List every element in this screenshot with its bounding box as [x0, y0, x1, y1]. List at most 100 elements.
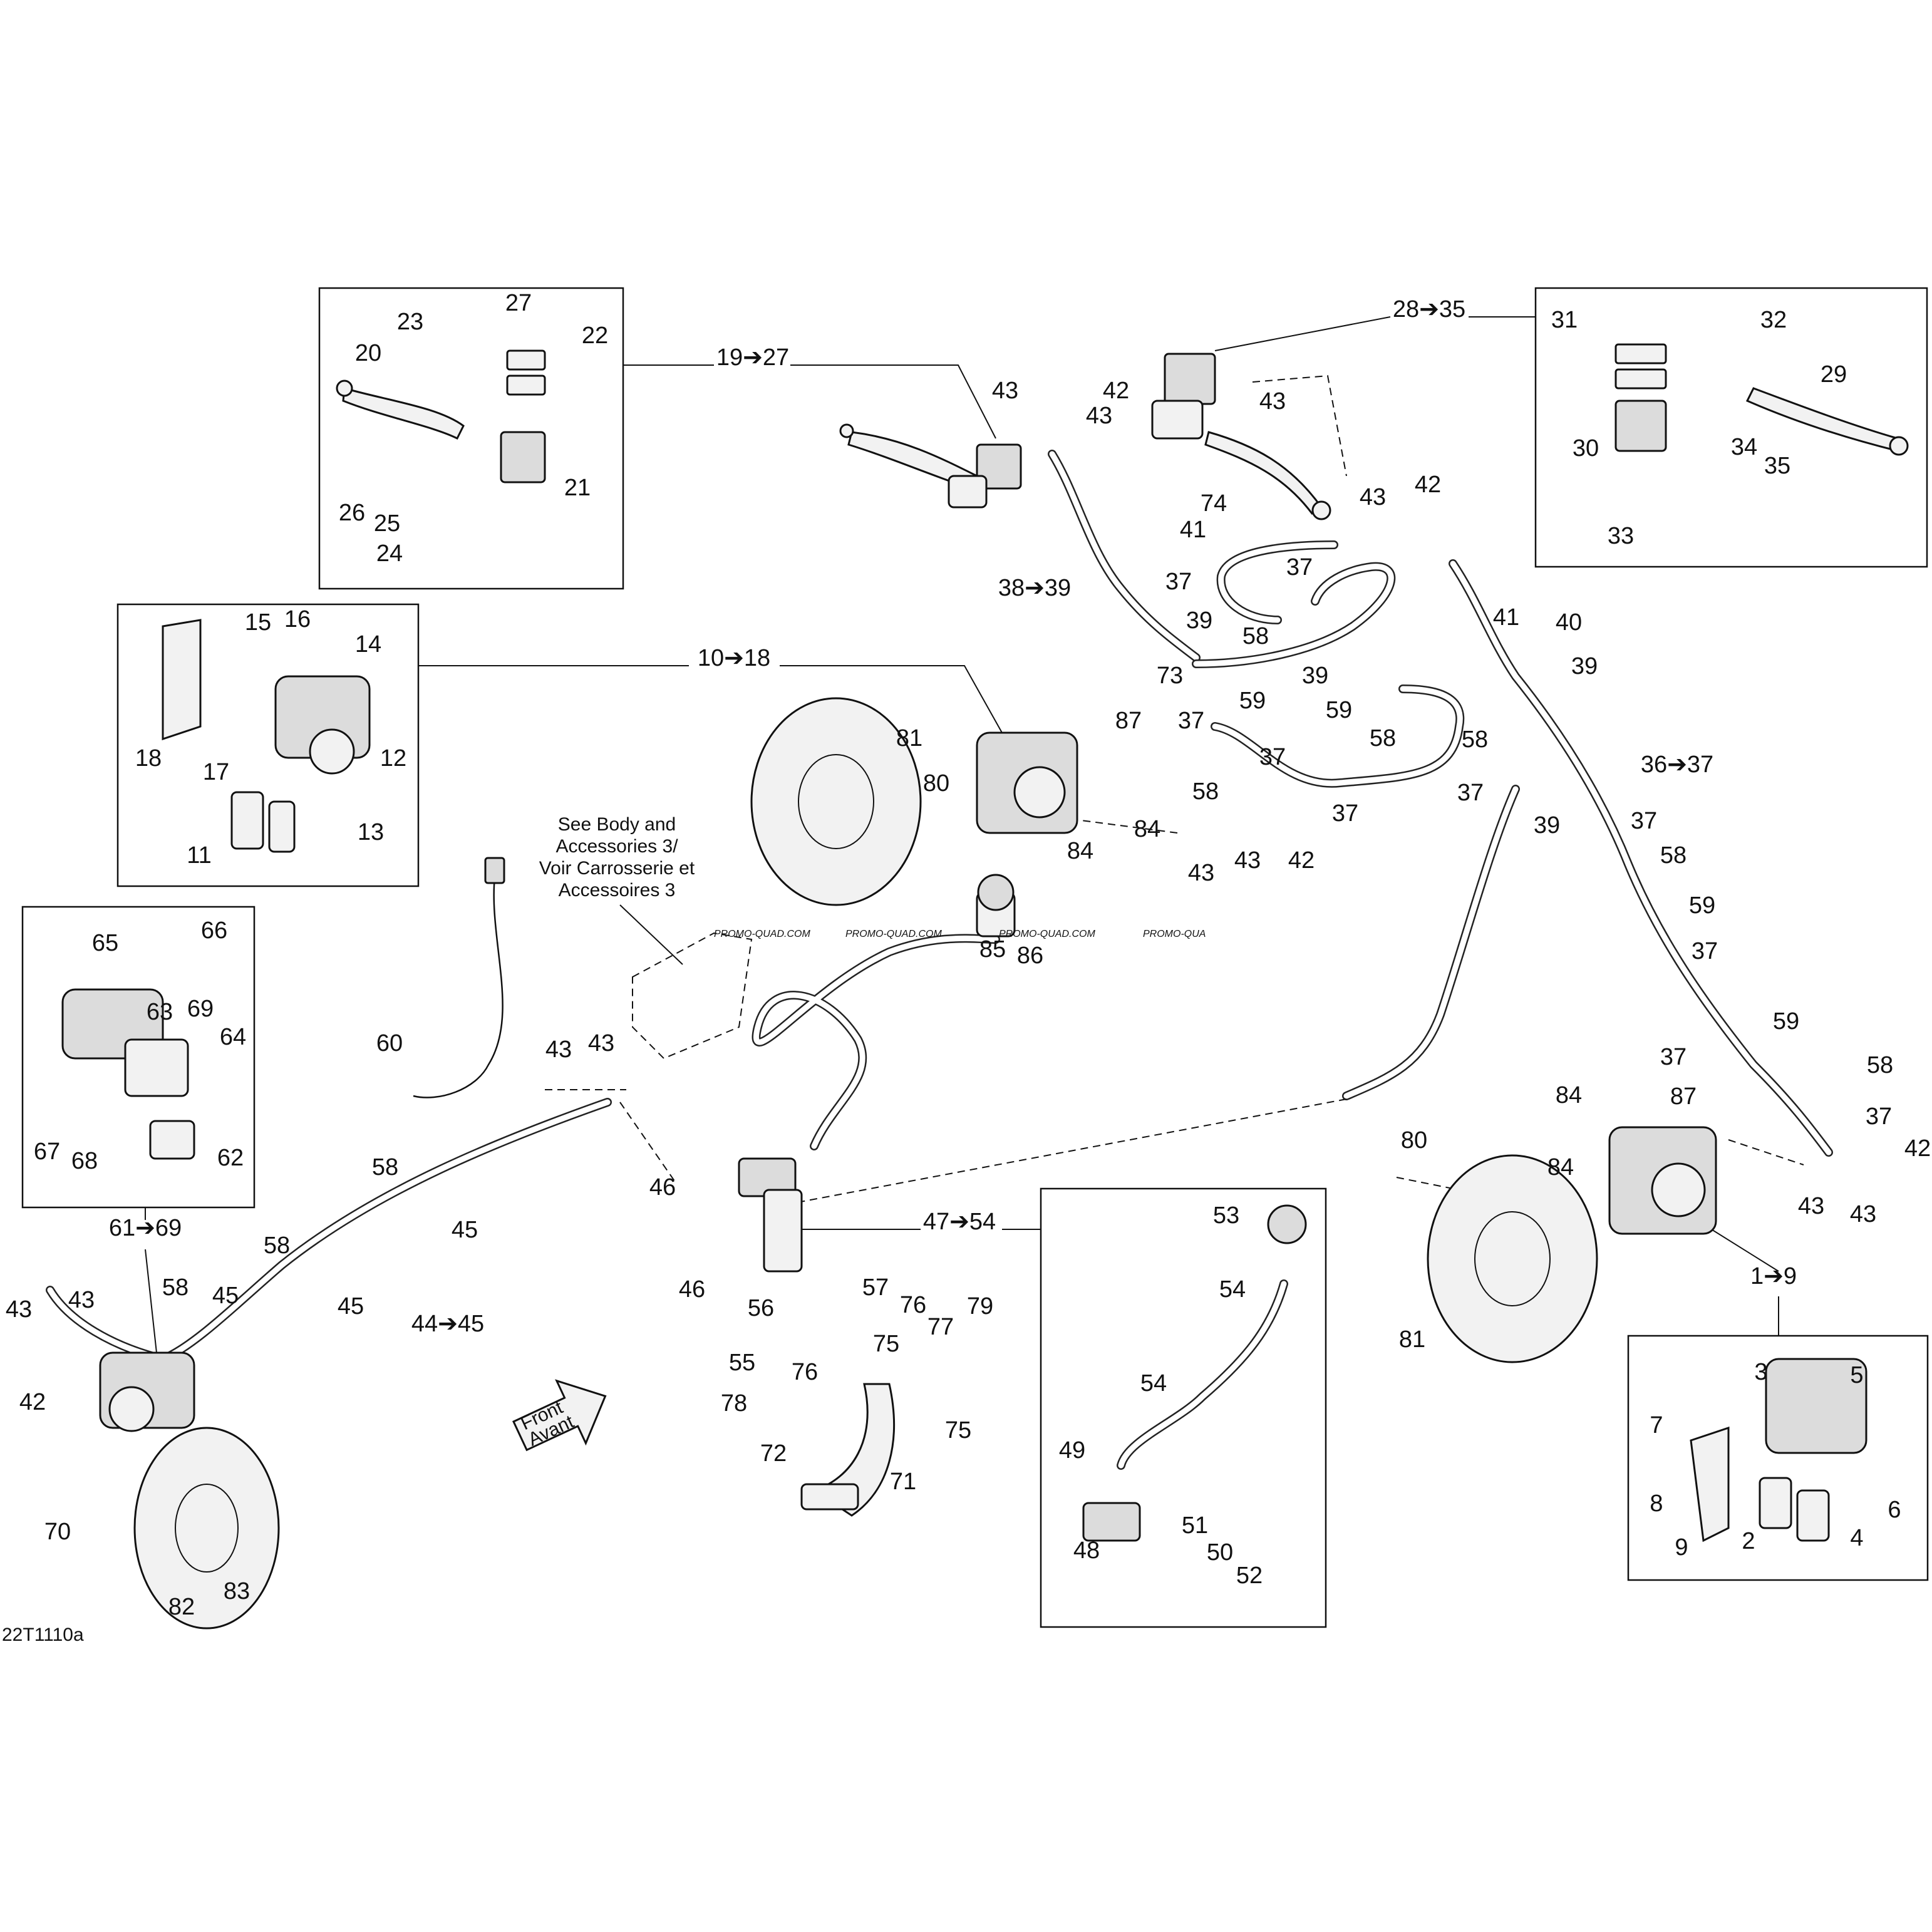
callout-l-54b: 54 — [1140, 1370, 1167, 1397]
callout-l-45a: 45 — [452, 1217, 478, 1243]
callout-l-43b: 43 — [1086, 403, 1112, 429]
callout-l-30: 30 — [1573, 435, 1599, 462]
callout-l-43c: 43 — [1259, 388, 1286, 415]
callout-l-44to45: 44➔45 — [411, 1311, 484, 1337]
callout-l-43h: 43 — [1850, 1201, 1876, 1227]
inset-reservoir-47-54 — [1082, 1204, 1307, 1542]
callout-l-84a: 84 — [1134, 816, 1160, 842]
callout-l-37d: 37 — [1259, 744, 1286, 770]
brake-light-switch — [484, 857, 505, 884]
callout-l-14: 14 — [355, 631, 381, 658]
callout-l-86: 86 — [1017, 943, 1043, 969]
callout-l-37j: 37 — [1866, 1103, 1892, 1130]
callout-l-4: 4 — [1850, 1525, 1863, 1551]
inset-19-27-box — [318, 287, 624, 590]
callout-l-59c: 59 — [1689, 892, 1715, 919]
callout-l-43d: 43 — [1360, 484, 1386, 510]
callout-l-15: 15 — [245, 609, 271, 636]
inset-61-69-box — [21, 906, 256, 1209]
callout-l-39c: 39 — [1571, 653, 1598, 679]
inset-caliper-1-9 — [1690, 1358, 1867, 1542]
callout-l-56: 56 — [748, 1295, 774, 1321]
callout-l-58e: 58 — [1660, 842, 1687, 869]
callout-l-34: 34 — [1731, 434, 1757, 460]
callout-l-39a: 39 — [1186, 607, 1212, 634]
callout-l-87b: 87 — [1670, 1083, 1697, 1110]
callout-l-58i: 58 — [162, 1274, 189, 1301]
callout-l-38to39: 38➔39 — [998, 575, 1071, 601]
callout-l-46a: 46 — [649, 1174, 676, 1201]
callout-l-16: 16 — [284, 606, 311, 633]
callout-l-57: 57 — [862, 1274, 889, 1301]
callout-l-13: 13 — [358, 819, 384, 845]
callout-l-80b: 80 — [1401, 1127, 1427, 1154]
callout-l-40: 40 — [1556, 609, 1582, 636]
callout-l-52: 52 — [1236, 1563, 1263, 1589]
callout-l-36to37: 36➔37 — [1641, 752, 1713, 778]
brake-pedal — [800, 1383, 895, 1517]
parts — [61, 343, 1909, 1630]
callout-l-59a: 59 — [1239, 688, 1266, 714]
inset-caliper-61-69 — [61, 988, 195, 1160]
inset-caliper-10-18 — [162, 619, 371, 853]
callout-l-75a: 75 — [873, 1331, 899, 1357]
front-direction-arrow: Front Avant — [512, 1379, 607, 1452]
callout-l-66: 66 — [201, 917, 227, 944]
inset-lever-28-35 — [1614, 343, 1909, 456]
callout-l-37e: 37 — [1332, 800, 1358, 827]
callout-l-2: 2 — [1742, 1528, 1755, 1554]
callout-l-37f: 37 — [1457, 780, 1484, 806]
callout-l-55: 55 — [729, 1350, 755, 1376]
callout-l-70: 70 — [44, 1519, 71, 1545]
callout-l-84b: 84 — [1067, 838, 1093, 864]
callout-l-68: 68 — [71, 1148, 98, 1174]
inset-47-54-box — [1040, 1187, 1327, 1628]
callout-l-35: 35 — [1764, 453, 1790, 479]
callout-l-72: 72 — [760, 1440, 787, 1467]
callout-l-54a: 54 — [1219, 1276, 1246, 1303]
callout-l-59b: 59 — [1326, 697, 1352, 723]
callout-l-9: 9 — [1675, 1534, 1688, 1561]
callout-l-82: 82 — [168, 1594, 195, 1620]
callout-l-10to18: 10➔18 — [698, 645, 770, 671]
callout-l-33: 33 — [1608, 523, 1634, 549]
callout-l-37c: 37 — [1178, 708, 1204, 734]
watermark-3: PROMO-QUAD.COM — [999, 929, 1095, 939]
body-reference-outline — [632, 932, 753, 1060]
callout-l-42c: 42 — [1288, 847, 1315, 874]
callout-l-59d: 59 — [1773, 1008, 1799, 1035]
callout-l-43l: 43 — [68, 1287, 95, 1313]
right-master-cylinder — [1151, 353, 1331, 520]
callout-l-63: 63 — [147, 999, 173, 1025]
callout-l-71: 71 — [890, 1469, 916, 1495]
callout-l-50: 50 — [1207, 1539, 1233, 1566]
callout-l-18: 18 — [135, 745, 162, 772]
callout-l-41b: 41 — [1493, 604, 1519, 631]
front-right-disc — [1427, 1154, 1598, 1363]
callout-l-37g: 37 — [1631, 808, 1657, 834]
callout-l-3: 3 — [1754, 1359, 1767, 1385]
note-line-3: Voir Carrosserie et — [539, 858, 695, 879]
callout-l-8: 8 — [1650, 1490, 1663, 1517]
callout-l-39d: 39 — [1534, 812, 1560, 839]
callout-l-37h: 37 — [1692, 938, 1718, 964]
callout-l-79: 79 — [967, 1293, 993, 1320]
callout-l-58b: 58 — [1192, 778, 1219, 805]
callout-l-29: 29 — [1821, 361, 1847, 388]
callout-l-26: 26 — [339, 500, 365, 526]
callout-l-43k: 43 — [6, 1296, 32, 1323]
callout-l-45b: 45 — [338, 1293, 364, 1320]
callout-l-69: 69 — [187, 996, 214, 1022]
callout-l-17: 17 — [203, 759, 229, 785]
callout-l-42b: 42 — [1415, 472, 1441, 498]
callout-l-37a: 37 — [1165, 569, 1192, 595]
callout-l-74: 74 — [1201, 490, 1227, 517]
callout-l-85: 85 — [979, 936, 1006, 963]
front-left-disc — [750, 697, 922, 906]
callout-l-49: 49 — [1059, 1437, 1085, 1464]
callout-l-87a: 87 — [1115, 708, 1142, 734]
callout-l-51: 51 — [1182, 1512, 1208, 1539]
inset-lever-19-27 — [336, 349, 546, 483]
callout-l-27: 27 — [505, 290, 532, 316]
